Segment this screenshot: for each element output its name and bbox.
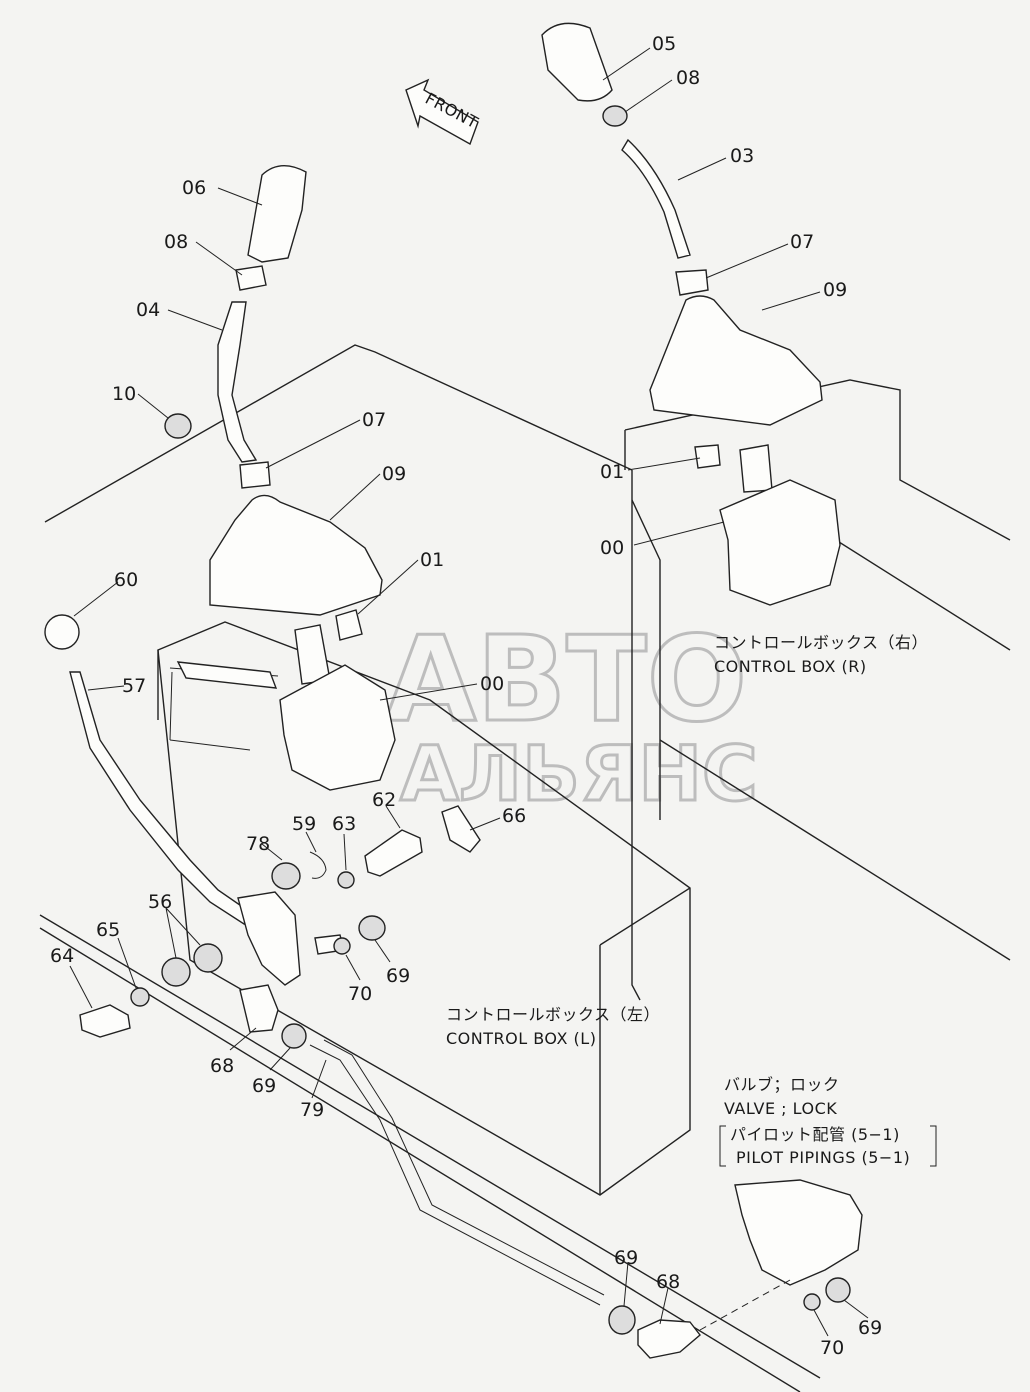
nut-69-lower [608,1305,636,1335]
nut-08-left [235,265,267,291]
bolt-01-right [694,444,721,469]
handle-bracket [176,661,278,689]
watermark-line2: АЛЬЯНС [400,729,758,818]
washer-70 [333,937,351,955]
label-69-lower: 69 [614,1247,638,1269]
caption-pilot-jp: パイロット配管 (5−1) [730,1125,900,1144]
label-59: 59 [292,813,316,835]
label-00-right: 00 [600,537,624,559]
label-08-right: 08 [676,67,700,89]
front-arrow: FRONT [405,78,482,146]
label-60: 60 [114,569,138,591]
captions: コントロールボックス（右） CONTROL BOX (R) コントロールボックス… [446,633,937,1167]
label-56: 56 [148,891,172,913]
bracket-left [719,1125,726,1167]
caption-box-l-en: CONTROL BOX (L) [446,1029,596,1048]
label-07-right: 07 [790,231,814,253]
caption-valve-en: VALVE ; LOCK [724,1099,837,1118]
lock-valve [734,1179,863,1286]
leader-lines [69,47,869,1337]
label-68-upper: 68 [210,1055,234,1077]
label-69-upper: 69 [386,965,410,987]
knob-06 [247,165,307,263]
label-04: 04 [136,299,160,321]
label-03: 03 [730,145,754,167]
collar-56b [161,957,191,987]
label-06: 06 [182,177,206,199]
nut-07-right [675,269,709,296]
knob-05 [541,22,613,102]
label-78: 78 [246,833,270,855]
nut-69-upper [358,915,386,941]
label-08-left: 08 [164,231,188,253]
washer-63 [337,871,355,889]
label-00-left: 00 [480,673,504,695]
label-10: 10 [112,383,136,405]
pin-62 [364,829,423,877]
left-lever-assembly [164,165,396,791]
label-63: 63 [332,813,356,835]
label-65: 65 [96,919,120,941]
bracket-right [930,1125,937,1167]
lever-57 [69,671,251,926]
caption-box-r-jp: コントロールボックス（右） [714,633,928,652]
nut-69 [281,1023,307,1049]
label-01-left: 01 [420,549,444,571]
watermark-line1: АВТО [385,610,747,748]
bolt-01-left [335,609,363,641]
valve-00-right [719,479,841,606]
lever-03 [621,138,691,259]
label-68-lower: 68 [656,1271,680,1293]
caption-box-l-jp: コントロールボックス（左） [446,1005,660,1024]
grommet-10 [164,413,192,439]
caption-box-r-en: CONTROL BOX (R) [714,657,867,676]
label-09-left: 09 [382,463,406,485]
valve-00-left [279,664,396,791]
snap-ring-59 [309,851,327,879]
label-09-right: 09 [823,279,847,301]
knob-60 [44,614,80,650]
label-01-right: 01 [600,461,624,483]
joint-68 [239,984,279,1033]
right-lever-assembly [541,22,841,606]
label-79: 79 [300,1099,324,1121]
label-64: 64 [50,945,74,967]
elbow-68 [637,1319,701,1359]
nut-07-left [239,461,271,489]
label-62: 62 [372,789,396,811]
lock-lever-assembly [44,614,863,1359]
label-70-lower: 70 [820,1337,844,1359]
watermark: АВТО АЛЬЯНС [384,609,760,820]
caption-valve-jp: バルブ；ロック [724,1075,840,1094]
pipe-79 [309,1039,605,1306]
caption-pilot-en: PILOT PIPINGS (5−1) [736,1148,910,1167]
label-07-left: 07 [362,409,386,431]
label-69-right: 69 [858,1317,882,1339]
bolt-64 [79,1004,131,1038]
label-57: 57 [122,675,146,697]
boot-09-right [649,295,823,426]
part-labels: 05 08 03 07 09 01 00 06 08 04 10 07 09 0… [50,33,882,1359]
washer-70-lower [803,1293,821,1311]
label-66: 66 [502,805,526,827]
boot-09-left [209,494,383,616]
nut-08-right [602,105,628,127]
collar-78 [271,862,301,890]
spring-66 [441,805,481,853]
washer-65 [130,987,150,1007]
label-70-upper: 70 [348,983,372,1005]
bracket [237,891,301,986]
lever-04 [217,301,258,463]
nut-69-right [825,1277,851,1303]
label-69-mid: 69 [252,1075,276,1097]
collar-56a [193,943,223,973]
label-05: 05 [652,33,676,55]
